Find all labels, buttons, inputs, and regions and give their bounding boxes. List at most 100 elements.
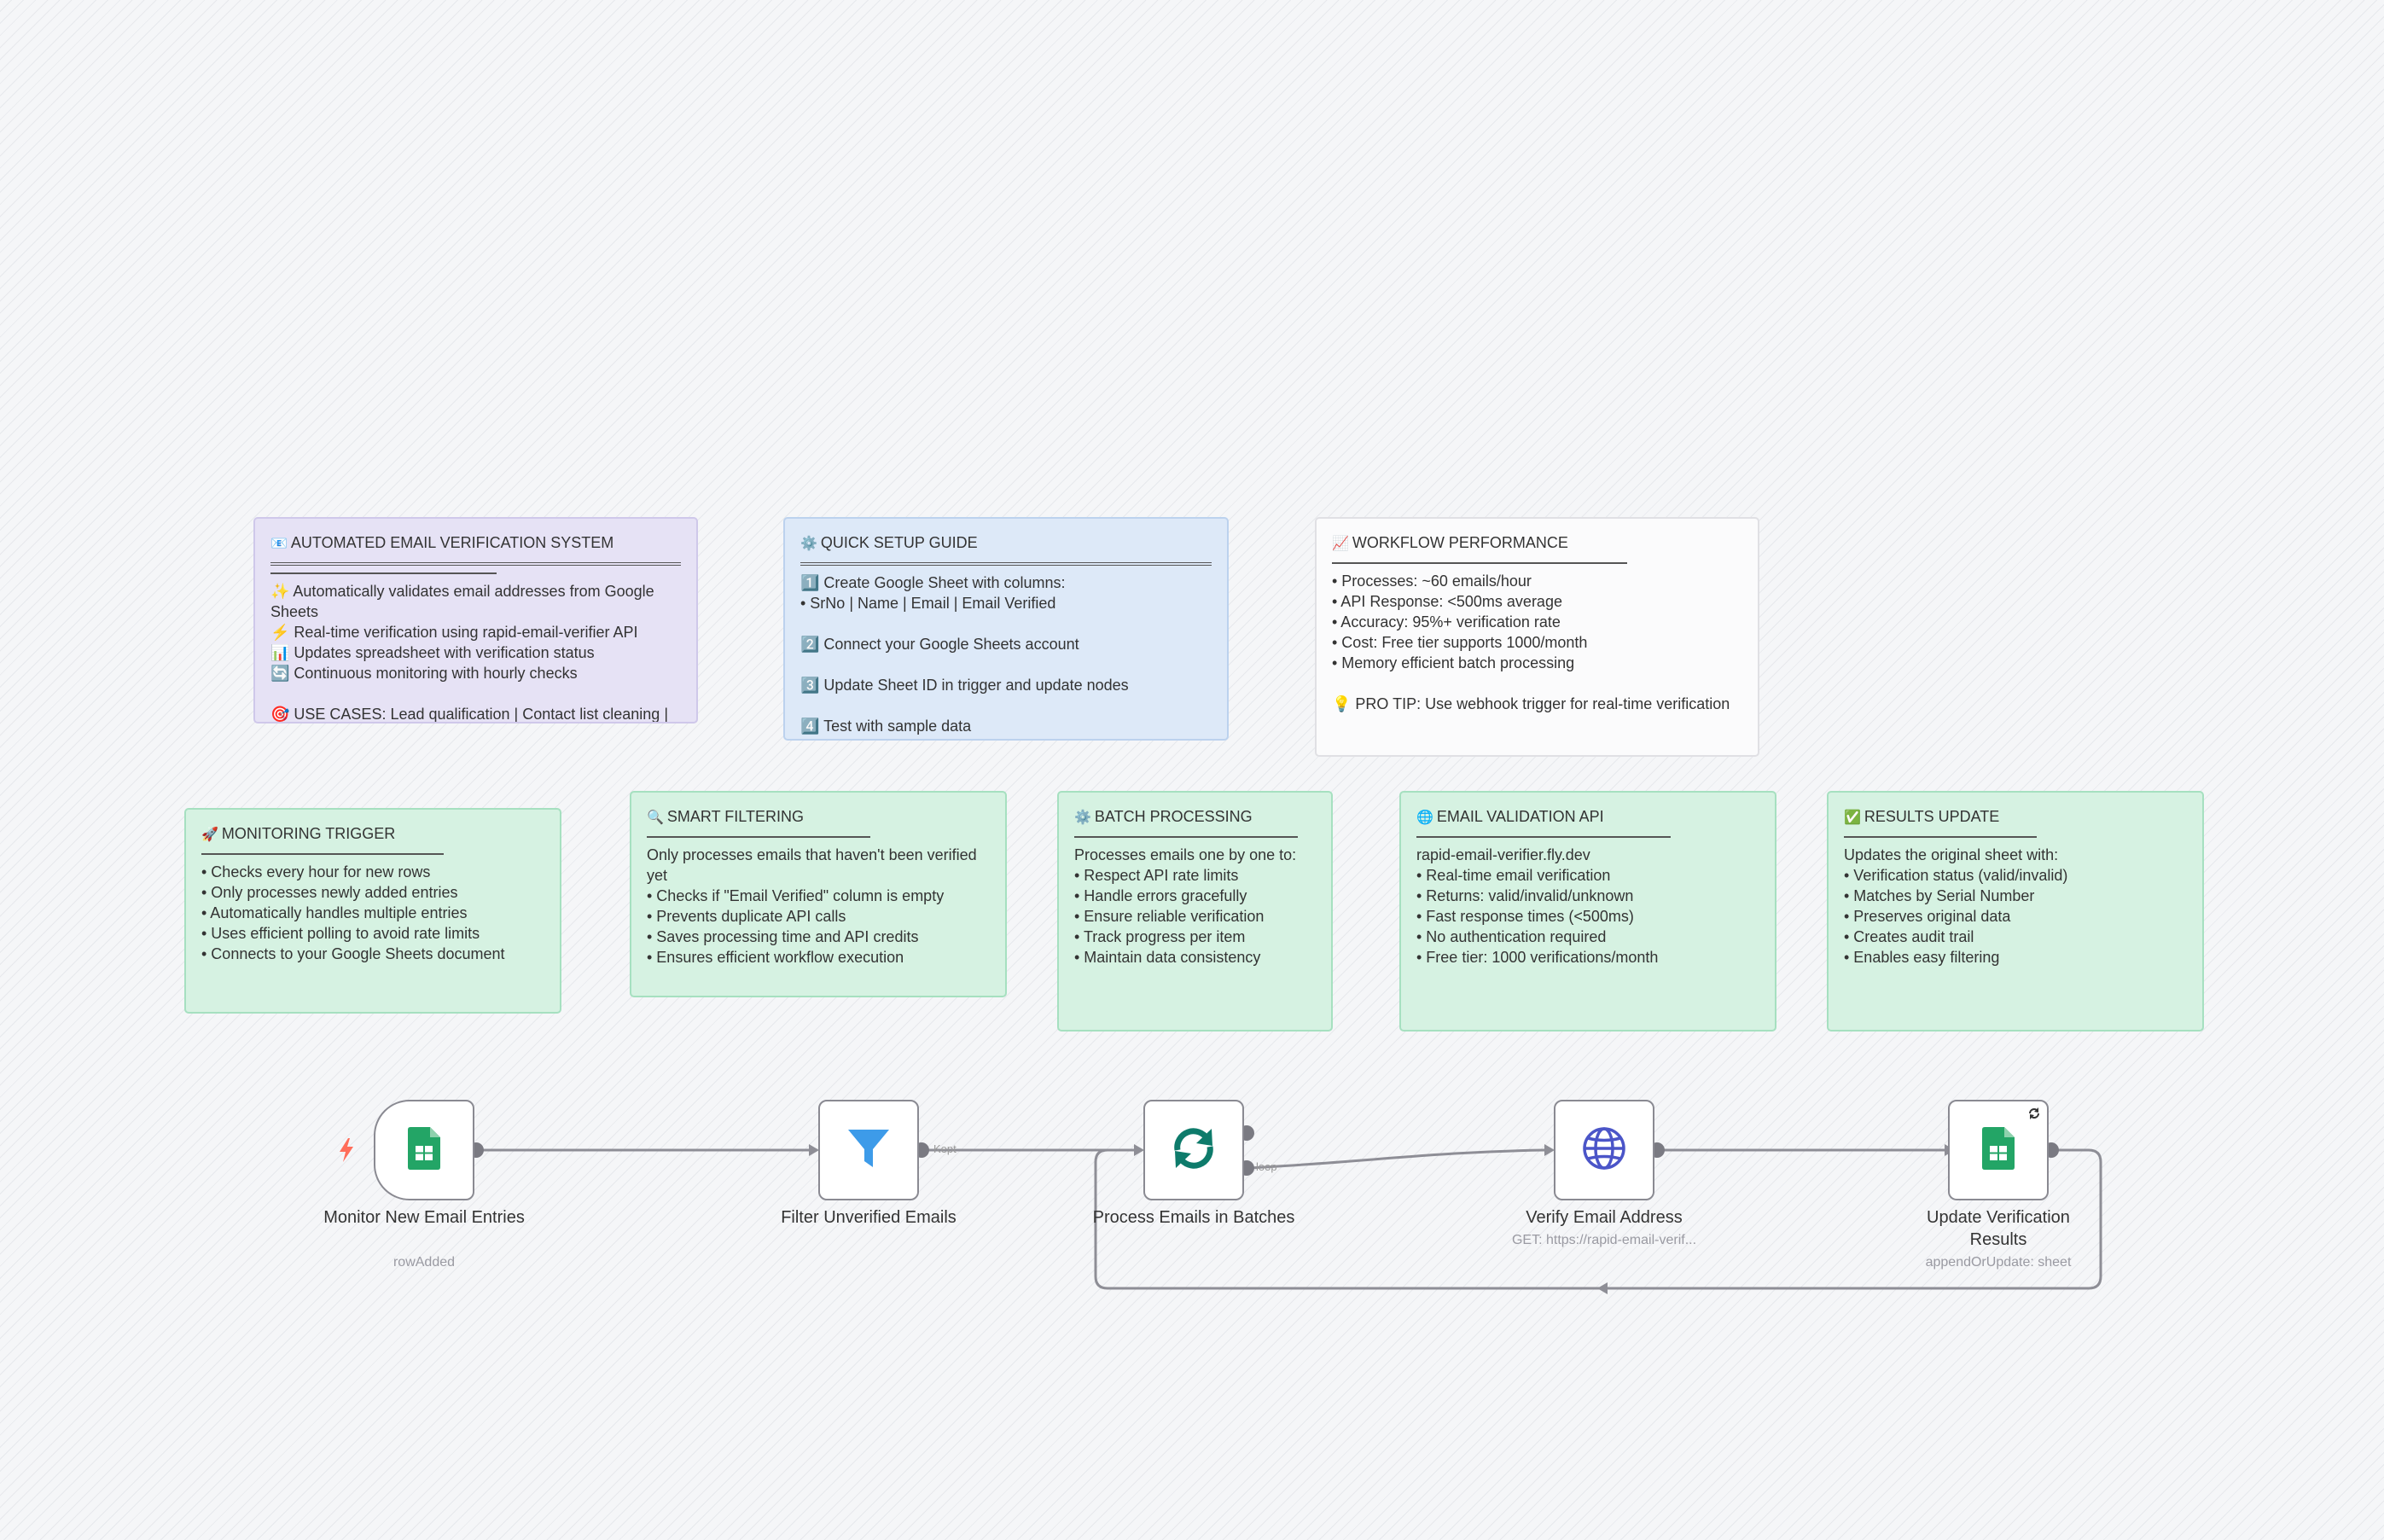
- note-line: Updates the original sheet with:: [1844, 846, 2059, 863]
- chart-icon: 📈: [1332, 535, 1349, 551]
- email-icon: 📧: [270, 535, 288, 551]
- note-title: 📈WORKFLOW PERFORMANCE: [1332, 534, 1568, 551]
- divider: [1074, 836, 1298, 838]
- note-line: • Prevents duplicate API calls: [647, 908, 846, 925]
- google-sheets-icon: [1982, 1126, 2015, 1174]
- note-line: • Maintain data consistency: [1074, 949, 1261, 966]
- node-subtitle: appendOrUpdate: sheet: [1925, 1255, 2072, 1270]
- connection-label-loop: loop: [1256, 1160, 1277, 1173]
- note-line: • Handle errors gracefully: [1074, 887, 1247, 904]
- note-line: ✨ Automatically validates email addresse…: [270, 583, 659, 620]
- note-title: ⚙️QUICK SETUP GUIDE: [800, 534, 978, 551]
- note-title: 📧AUTOMATED EMAIL VERIFICATION SYSTEM: [270, 534, 614, 551]
- note-overview[interactable]: 📧AUTOMATED EMAIL VERIFICATION SYSTEM ✨ A…: [253, 517, 698, 724]
- note-line: rapid-email-verifier.fly.dev: [1416, 846, 1590, 863]
- magnifier-icon: 🔍: [647, 809, 664, 825]
- node-filter-unverified-emails[interactable]: [818, 1100, 919, 1200]
- gear-icon: ⚙️: [1074, 809, 1091, 825]
- divider: [270, 572, 497, 574]
- node-subtitle: rowAdded: [392, 1255, 456, 1270]
- divider: [1332, 562, 1627, 564]
- arrowhead: [1544, 1144, 1555, 1156]
- node-subtitle: GET: https://rapid-email-verif...: [1511, 1233, 1697, 1247]
- connection-batches-verify: [1247, 1148, 1545, 1170]
- note-line: 📊 Updates spreadsheet with verification …: [270, 644, 595, 661]
- node-label: Update Verification Results: [1927, 1208, 2070, 1249]
- note-line: Processes emails one by one to:: [1074, 846, 1297, 863]
- note-title: ✅RESULTS UPDATE: [1844, 808, 2000, 825]
- note-line: • Uses efficient polling to avoid rate l…: [201, 925, 480, 942]
- gear-icon: ⚙️: [800, 535, 817, 551]
- note-line: • No authentication required: [1416, 928, 1607, 945]
- note-line: • Respect API rate limits: [1074, 867, 1239, 884]
- note-line: • SrNo | Name | Email | Email Verified: [800, 595, 1056, 612]
- node-label: Process Emails in Batches: [1092, 1208, 1295, 1227]
- trigger-bolt-icon: [338, 1138, 355, 1166]
- note-line: • Ensure reliable verification: [1074, 908, 1265, 925]
- node-label: Monitor New Email Entries: [323, 1208, 525, 1227]
- note-line: • Processes: ~60 emails/hour: [1332, 572, 1532, 590]
- note-line: • Saves processing time and API credits: [647, 928, 919, 945]
- note-title: 🌐EMAIL VALIDATION API: [1416, 808, 1604, 825]
- node-label: Filter Unverified Emails: [781, 1208, 957, 1227]
- globe-icon: 🌐: [1416, 809, 1433, 825]
- divider: [270, 562, 681, 566]
- note-line: • Ensures efficient workflow execution: [647, 949, 904, 966]
- note-line: • Real-time email verification: [1416, 867, 1611, 884]
- arrowhead: [809, 1144, 819, 1156]
- rocket-icon: 🚀: [201, 826, 218, 842]
- arrowhead: [1134, 1144, 1144, 1156]
- note-monitoring-trigger[interactable]: 🚀MONITORING TRIGGER • Checks every hour …: [184, 808, 561, 1014]
- node-verify-email-address[interactable]: [1554, 1100, 1654, 1200]
- note-line: • Checks every hour for new rows: [201, 863, 431, 880]
- note-performance[interactable]: 📈WORKFLOW PERFORMANCE • Processes: ~60 e…: [1315, 517, 1759, 757]
- note-title: 🔍SMART FILTERING: [647, 808, 804, 825]
- note-line: • Free tier: 1000 verifications/month: [1416, 949, 1659, 966]
- note-title: ⚙️BATCH PROCESSING: [1074, 808, 1253, 825]
- note-line: • Track progress per item: [1074, 928, 1246, 945]
- note-batch-processing[interactable]: ⚙️BATCH PROCESSING Processes emails one …: [1057, 791, 1333, 1032]
- note-email-validation-api[interactable]: 🌐EMAIL VALIDATION API rapid-email-verifi…: [1399, 791, 1776, 1032]
- note-line: Only processes emails that haven't been …: [647, 846, 981, 884]
- connection-label-kept: Kept: [933, 1142, 957, 1155]
- note-line: 🎯 USE CASES: Lead qualification | Contac…: [270, 706, 668, 723]
- note-line: • Memory efficient batch processing: [1332, 654, 1575, 671]
- node-update-verification-results[interactable]: [1948, 1100, 2049, 1200]
- divider: [800, 562, 1212, 566]
- node-monitor-new-email-entries[interactable]: [374, 1100, 474, 1200]
- refresh-icon: [1170, 1124, 1218, 1177]
- divider: [1416, 836, 1671, 838]
- note-setup[interactable]: ⚙️QUICK SETUP GUIDE 1️⃣ Create Google Sh…: [783, 517, 1229, 741]
- node-process-emails-in-batches[interactable]: [1143, 1100, 1244, 1200]
- note-line: • Checks if "Email Verified" column is e…: [647, 887, 945, 904]
- node-label: Verify Email Address: [1526, 1208, 1683, 1227]
- google-sheets-icon: [408, 1126, 440, 1174]
- note-line: • Automatically handles multiple entries: [201, 904, 468, 921]
- note-line: ⚡ Real-time verification using rapid-ema…: [270, 624, 638, 641]
- note-title: 🚀MONITORING TRIGGER: [201, 825, 396, 842]
- note-line: • Fast response times (<500ms): [1416, 908, 1634, 925]
- divider: [647, 836, 870, 838]
- note-line: 4️⃣ Test with sample data: [800, 718, 972, 735]
- note-line: • Only processes newly added entries: [201, 884, 458, 901]
- globe-icon: [1581, 1125, 1627, 1176]
- filter-icon: [846, 1126, 891, 1175]
- note-line: 3️⃣ Update Sheet ID in trigger and updat…: [800, 677, 1129, 694]
- note-line: • Connects to your Google Sheets documen…: [201, 945, 505, 962]
- note-line: • Returns: valid/invalid/unknown: [1416, 887, 1634, 904]
- arrowhead: [1597, 1282, 1608, 1294]
- note-results-update[interactable]: ✅RESULTS UPDATE Updates the original she…: [1827, 791, 2204, 1032]
- note-line: • Accuracy: 95%+ verification rate: [1332, 613, 1561, 631]
- note-smart-filtering[interactable]: 🔍SMART FILTERING Only processes emails t…: [630, 791, 1007, 997]
- divider: [201, 853, 444, 855]
- note-line: • Matches by Serial Number: [1844, 887, 2035, 904]
- note-line: • Preserves original data: [1844, 908, 2011, 925]
- note-line: 2️⃣ Connect your Google Sheets account: [800, 636, 1079, 653]
- note-line: • Verification status (valid/invalid): [1844, 867, 2068, 884]
- note-line: • Cost: Free tier supports 1000/month: [1332, 634, 1588, 651]
- check-icon: ✅: [1844, 809, 1861, 825]
- note-line: • API Response: <500ms average: [1332, 593, 1562, 610]
- divider: [1844, 836, 2037, 838]
- sync-icon: [2027, 1107, 2041, 1124]
